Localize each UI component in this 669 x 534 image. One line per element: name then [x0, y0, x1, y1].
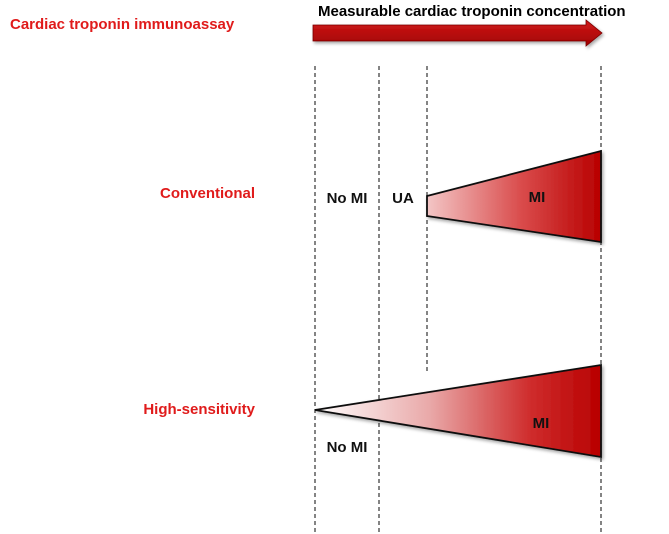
row-label-conventional: Conventional — [160, 185, 255, 202]
axis-title: Measurable cardiac troponin concentratio… — [318, 3, 626, 20]
mi-wedge-conventional — [426, 149, 602, 244]
mi-wedge-high-sensitivity — [314, 363, 602, 459]
zone-mi-high-sensitivity: MI — [533, 415, 550, 432]
concentration-arrow — [312, 19, 603, 47]
zone-no-mi-high-sensitivity: No MI — [327, 439, 368, 456]
zone-ua-conventional: UA — [392, 190, 414, 207]
row-label-high-sensitivity: High-sensitivity — [143, 401, 255, 418]
assay-title: Cardiac troponin immunoassay — [10, 16, 235, 33]
zone-mi-conventional: MI — [529, 189, 546, 206]
zone-no-mi-conventional: No MI — [327, 190, 368, 207]
